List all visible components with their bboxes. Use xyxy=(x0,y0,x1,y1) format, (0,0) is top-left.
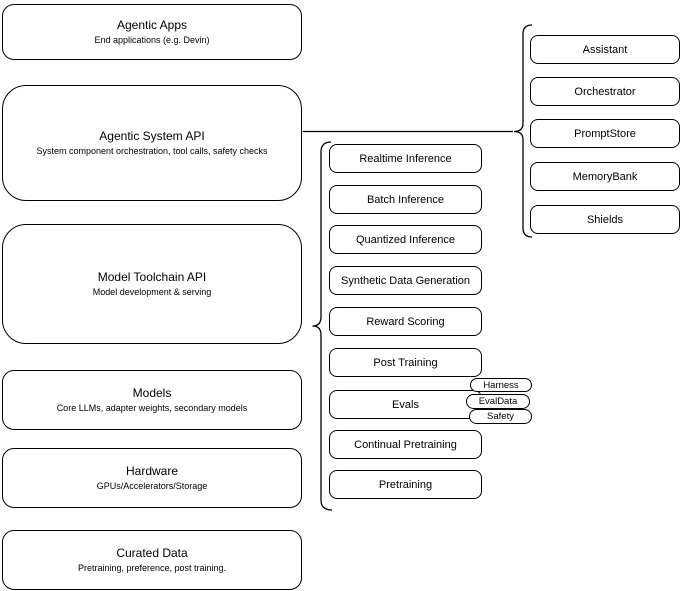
node-post-training: Post Training xyxy=(329,348,482,377)
node-evals: Evals xyxy=(329,390,482,419)
node-title: Model Toolchain API xyxy=(97,270,207,284)
node-synthetic-data-generation: Synthetic Data Generation xyxy=(329,266,482,295)
node-subtitle: GPUs/Accelerators/Storage xyxy=(96,481,208,491)
node-continual-pretraining: Continual Pretraining xyxy=(329,430,482,459)
node-agentic-system-api: Agentic System API System component orch… xyxy=(2,85,302,201)
node-title: Agentic System API xyxy=(99,129,205,143)
node-title: Agentic Apps xyxy=(116,18,188,32)
tag-evaldata: EvalData xyxy=(466,394,530,409)
node-shields: Shields xyxy=(530,205,680,234)
tag-safety: Safety xyxy=(469,409,532,424)
node-subtitle: Pretraining, preference, post training. xyxy=(77,563,227,573)
node-memorybank: MemoryBank xyxy=(530,162,680,191)
node-models: Models Core LLMs, adapter weights, secon… xyxy=(2,370,302,430)
node-title: Curated Data xyxy=(116,546,188,560)
node-subtitle: End applications (e.g. Devin) xyxy=(94,35,210,45)
node-curated-data: Curated Data Pretraining, preference, po… xyxy=(2,530,302,590)
node-hardware: Hardware GPUs/Accelerators/Storage xyxy=(2,448,302,508)
node-pretraining: Pretraining xyxy=(329,470,482,499)
node-reward-scoring: Reward Scoring xyxy=(329,307,482,336)
node-promptstore: PromptStore xyxy=(530,119,680,148)
node-subtitle: Model development & serving xyxy=(92,287,212,297)
node-agentic-apps: Agentic Apps End applications (e.g. Devi… xyxy=(2,4,302,60)
node-subtitle: Core LLMs, adapter weights, secondary mo… xyxy=(56,403,248,413)
node-quantized-inference: Quantized Inference xyxy=(329,225,482,254)
node-orchestrator: Orchestrator xyxy=(530,77,680,106)
node-realtime-inference: Realtime Inference xyxy=(329,144,482,173)
node-subtitle: System component orchestration, tool cal… xyxy=(36,146,268,156)
node-batch-inference: Batch Inference xyxy=(329,185,482,214)
node-model-toolchain-api: Model Toolchain API Model development & … xyxy=(2,224,302,344)
node-title: Models xyxy=(132,386,172,400)
node-title: Hardware xyxy=(125,464,179,478)
tag-harness: Harness xyxy=(470,378,532,392)
node-assistant: Assistant xyxy=(530,35,680,64)
